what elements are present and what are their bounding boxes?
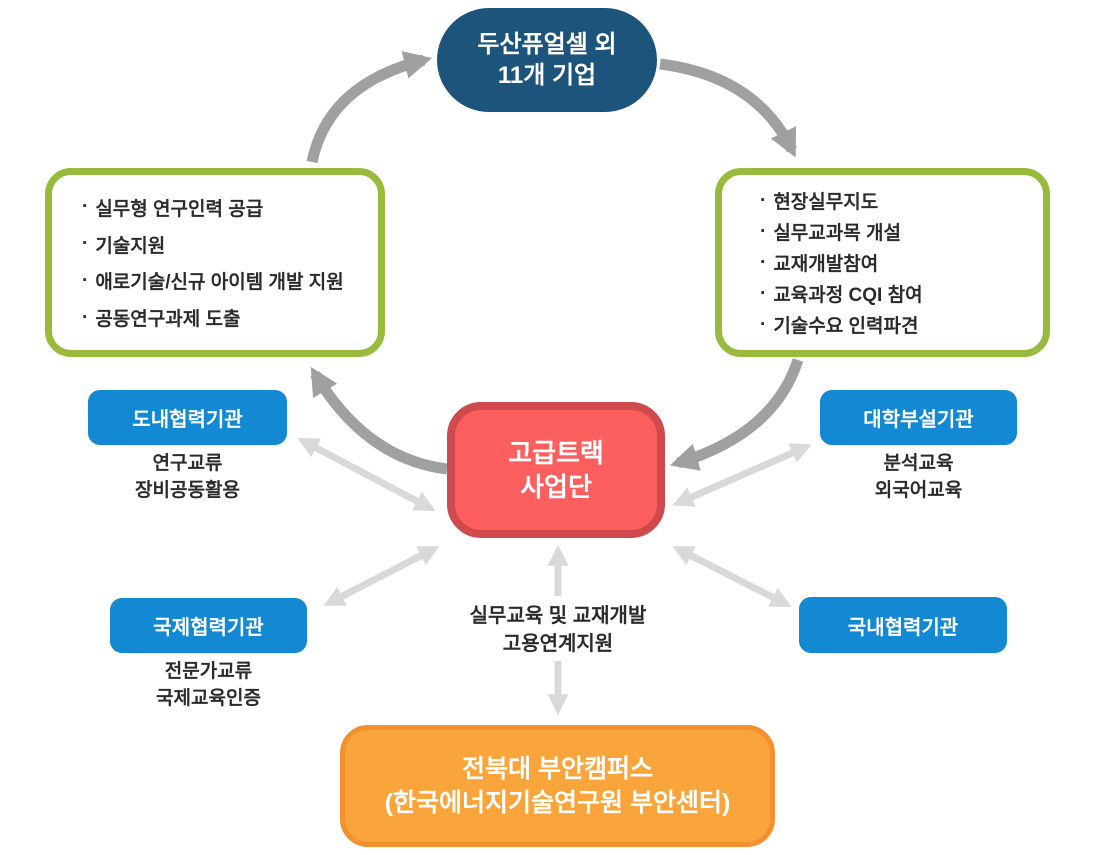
partner-sub-daehak: 분석교육 외국어교육 — [820, 450, 1017, 504]
link-arrow-center-daehak — [672, 443, 812, 507]
bottom-node-line2: (한국에너지기술연구원 부안센터) — [384, 789, 731, 817]
list-item: · 현장실무지도 — [760, 187, 878, 214]
bullet-icon: · — [760, 220, 767, 242]
partner-label-text: 대학부설기관 — [863, 409, 974, 431]
partner-label-daehak: 대학부설기관 — [820, 390, 1017, 445]
right-item-4: 교육과정 CQI 참여 — [773, 285, 923, 306]
top-node-companies: 두산퓨얼셀 외 11개 기업 — [437, 8, 657, 112]
sub-line: 연구교류 — [152, 453, 223, 474]
sub-line: 외국어교육 — [874, 480, 963, 501]
right-item-2: 실무교과목 개설 — [773, 223, 901, 244]
list-item: · 실무교과목 개설 — [760, 218, 901, 245]
bullet-icon: · — [82, 196, 89, 218]
center-caption: 실무교육 및 교재개발 고용연계지원 — [420, 602, 696, 658]
partner-label-guknae: 국내협력기관 — [799, 597, 1007, 653]
bottom-node-line1: 전북대 부안캠퍼스 — [462, 755, 653, 783]
list-item: · 실무형 연구인력 공급 — [82, 194, 263, 221]
list-item: · 기술지원 — [82, 231, 165, 258]
bullet-icon: · — [82, 306, 89, 328]
left-item-3: 애로기술/신규 아이템 개발 지원 — [95, 272, 344, 294]
left-item-2: 기술지원 — [95, 235, 166, 257]
partner-sub-gukje: 전문가교류 국제교육인증 — [110, 658, 307, 712]
caption-line1: 실무교육 및 교재개발 — [469, 605, 647, 627]
link-arrow-center-gukje — [323, 545, 440, 607]
link-arrow-center-donae — [297, 437, 436, 512]
list-item: · 교육과정 CQI 참여 — [760, 280, 923, 307]
partner-sub-donae: 연구교류 장비공동활용 — [88, 450, 287, 504]
sub-line: 장비공동활용 — [135, 480, 240, 501]
bullet-icon: · — [760, 313, 767, 335]
right-item-1: 현장실무지도 — [773, 192, 879, 213]
cycle-arrow-top-to-rightbox — [659, 58, 797, 158]
center-node-line2: 사업단 — [520, 472, 592, 502]
center-node-line1: 고급트랙 — [508, 438, 604, 468]
left-item-1: 실무형 연구인력 공급 — [95, 198, 264, 220]
bullet-icon: · — [760, 189, 767, 211]
partner-label-donae: 도내협력기관 — [88, 390, 287, 445]
right-activity-box: · 현장실무지도 · 실무교과목 개설 · 교재개발참여 · 교육과정 CQI … — [715, 168, 1050, 357]
sub-line: 분석교육 — [883, 453, 954, 474]
top-node-line1: 두산퓨얼셀 외 — [477, 31, 617, 58]
list-item: · 교재개발참여 — [760, 249, 878, 276]
caption-line2: 고용연계지원 — [502, 633, 614, 655]
list-item: · 공동연구과제 도출 — [82, 304, 240, 331]
partner-label-gukje: 국제협력기관 — [110, 598, 307, 653]
list-item: · 애로기술/신규 아이템 개발 지원 — [82, 267, 344, 294]
link-arrow-center-guknae — [672, 545, 792, 608]
list-item: · 기술수요 인력파견 — [760, 311, 918, 338]
center-node-program: 고급트랙 사업단 — [447, 402, 665, 538]
right-item-5: 기술수요 인력파견 — [773, 316, 919, 337]
cycle-arrow-rightbox-to-center — [669, 358, 804, 471]
bullet-icon: · — [760, 282, 767, 304]
right-item-3: 교재개발참여 — [773, 254, 879, 275]
partner-label-text: 국제협력기관 — [153, 617, 264, 639]
sub-line: 전문가교류 — [164, 661, 253, 682]
top-node-line2: 11개 기업 — [497, 62, 597, 89]
left-item-4: 공동연구과제 도출 — [95, 309, 241, 331]
bottom-node-campus: 전북대 부안캠퍼스 (한국에너지기술연구원 부안센터) — [340, 725, 775, 847]
bullet-icon: · — [82, 269, 89, 291]
sub-line: 국제교육인증 — [156, 688, 261, 709]
left-support-box: · 실무형 연구인력 공급 · 기술지원 · 애로기술/신규 아이템 개발 지원… — [45, 168, 385, 357]
partner-label-text: 국내협력기관 — [847, 616, 959, 639]
cycle-arrow-leftbox-to-top — [306, 51, 433, 164]
bullet-icon: · — [82, 233, 89, 255]
bullet-icon: · — [760, 251, 767, 273]
partner-label-text: 도내협력기관 — [132, 409, 243, 431]
